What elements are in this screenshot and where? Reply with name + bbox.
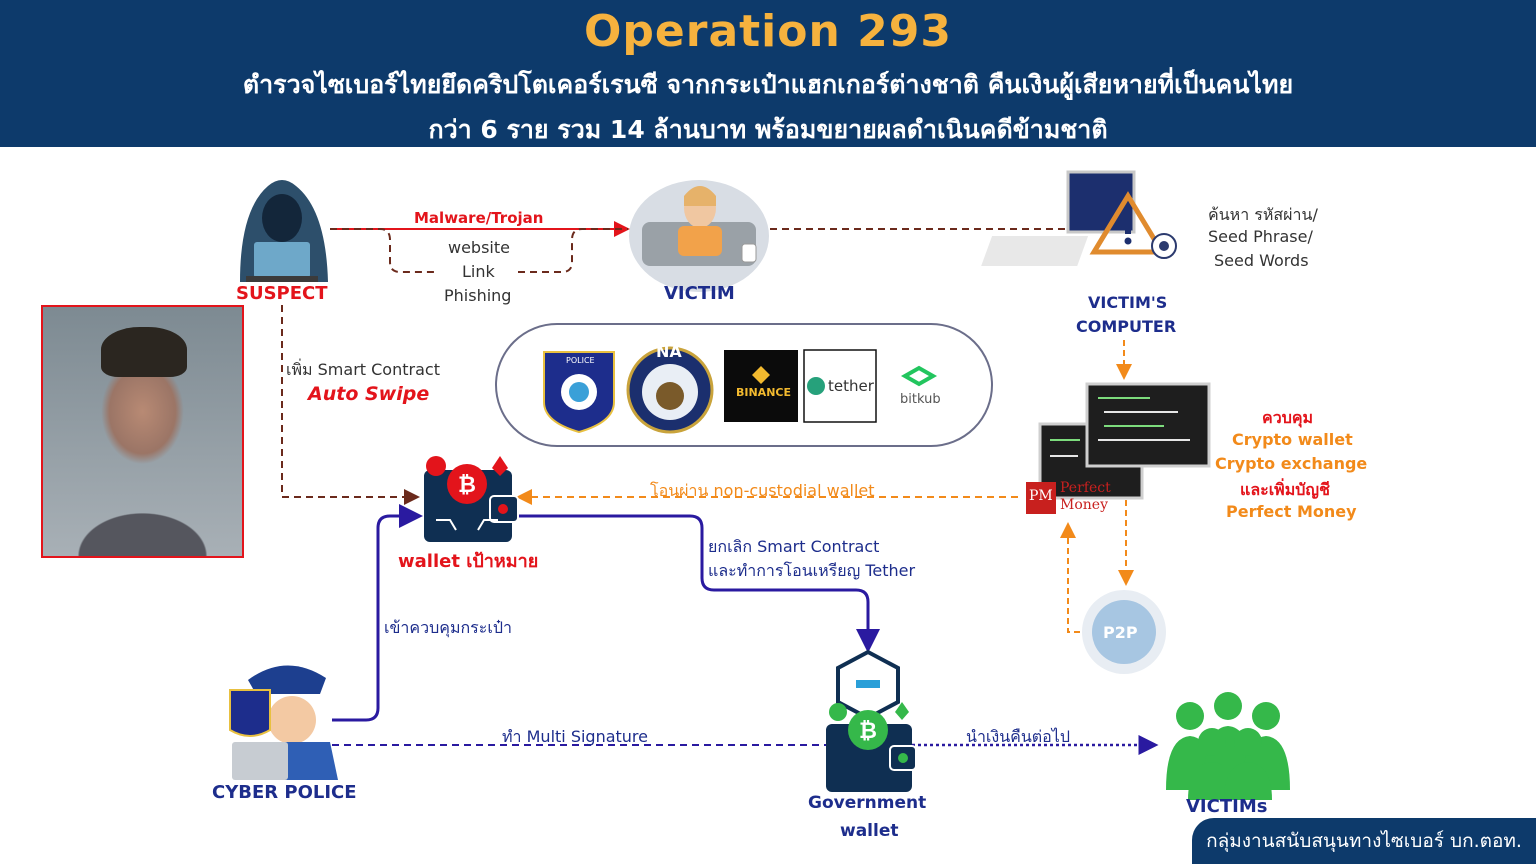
binance-logo (724, 350, 798, 422)
header-banner: Operation 293 ตำรวจไซเบอร์ไทยยึดคริปโตเค… (0, 0, 1536, 147)
subtitle-line-2: กว่า 6 ราย รวม 14 ล้านบาท พร้อมขยายผลดำเ… (428, 115, 1108, 144)
suspect-label: SUSPECT (236, 283, 328, 304)
cancel-contract-label-2: และทำการโอนเหรียญ Tether (708, 561, 916, 580)
bitkub-text: bitkub (900, 392, 941, 407)
search-label-2: Seed Phrase/ (1208, 227, 1313, 246)
search-label-3: Seed Words (1214, 251, 1309, 270)
edge-p2p-pm (1060, 522, 1080, 633)
search-label-1: ค้นหา รหัสผ่าน/ (1208, 205, 1318, 224)
page-title: Operation 293 (584, 6, 952, 57)
cancel-contract-label-1: ยกเลิก Smart Contract (708, 537, 880, 556)
victims-computer-label-1: VICTIM'S (1088, 293, 1168, 312)
multi-signature-label: ทำ Multi Signature (502, 727, 648, 746)
footer-credit: กลุ่มงานสนับสนุนทางไซเบอร์ บก.ตอท. (1192, 818, 1536, 864)
cyber-police-officer-icon (229, 665, 338, 780)
edge-suspect-victim (330, 221, 630, 273)
crypto-wallet-icon: ₿ (424, 456, 519, 542)
bitkub-logo (900, 365, 938, 387)
fbi-national-academy-seal-icon (626, 346, 714, 434)
svg-text:₿: ₿ (859, 719, 877, 744)
subtitle-line-1: ตำรวจไซเบอร์ไทยยึดคริปโตเคอร์เรนซี จากกร… (242, 70, 1294, 99)
victims-group-icon (1166, 692, 1290, 800)
cyber-police-label: CYBER POLICE (212, 782, 357, 803)
control-perfect-money: Perfect Money (1226, 502, 1357, 521)
edge-wallet-government (518, 514, 880, 653)
perfect-money-pm: PM (1029, 488, 1053, 504)
control-crypto-wallet: Crypto wallet (1232, 430, 1353, 449)
svg-text:₿: ₿ (458, 473, 476, 498)
p2p-globe-icon (1082, 590, 1166, 674)
infected-computer-icon (981, 170, 1177, 266)
victims-label: VICTIMs (1186, 796, 1268, 817)
suspect-photo (41, 305, 244, 558)
binance-text: BINANCE (736, 386, 791, 399)
wallet-target-label: wallet เป้าหมาย (398, 551, 539, 572)
code-screens-icon (1038, 382, 1211, 500)
government-wallet-label-2: wallet (840, 821, 899, 841)
perfect-money-text-1: Perfect (1060, 480, 1111, 496)
phishing-label: Phishing (444, 286, 512, 305)
victim-label: VICTIM (664, 283, 735, 304)
hooded-hacker-icon (240, 180, 328, 282)
fbi-na-text: NA (656, 342, 682, 361)
malware-trojan-label: Malware/Trojan (414, 209, 544, 227)
return-money-label: นำเงินคืนต่อไป (966, 727, 1070, 746)
victims-computer-label-2: COMPUTER (1076, 317, 1177, 336)
perfect-money-text-2: Money (1060, 497, 1108, 513)
control-wallet-label: เข้าควบคุมกระเป๋า (384, 618, 512, 637)
transfer-noncustodial-label: โอนผ่าน non-custodial wallet (650, 481, 875, 500)
link-label: Link (462, 262, 495, 281)
control-title: ควบคุม (1262, 408, 1314, 427)
police-badge-text: POLICE (566, 356, 595, 365)
website-label: website (448, 238, 510, 257)
tether-text: tether (828, 377, 874, 395)
auto-swipe-label: Auto Swipe (308, 383, 430, 405)
edge-police-wallet (332, 504, 423, 722)
p2p-label: P2P (1103, 623, 1138, 642)
blockchain-government-wallet-icon: ₿ (826, 649, 917, 792)
edge-suspect-wallet (281, 305, 420, 505)
government-wallet-label-1: Government (808, 793, 927, 813)
control-add-account: และเพิ่มบัญชี (1240, 480, 1330, 499)
perfect-money-logo (1026, 482, 1056, 514)
control-crypto-exchange: Crypto exchange (1215, 454, 1368, 473)
thai-cyber-police-badge-icon (543, 351, 615, 434)
smart-contract-label: เพิ่ม Smart Contract (286, 360, 440, 379)
stressed-victim-icon (629, 180, 769, 292)
